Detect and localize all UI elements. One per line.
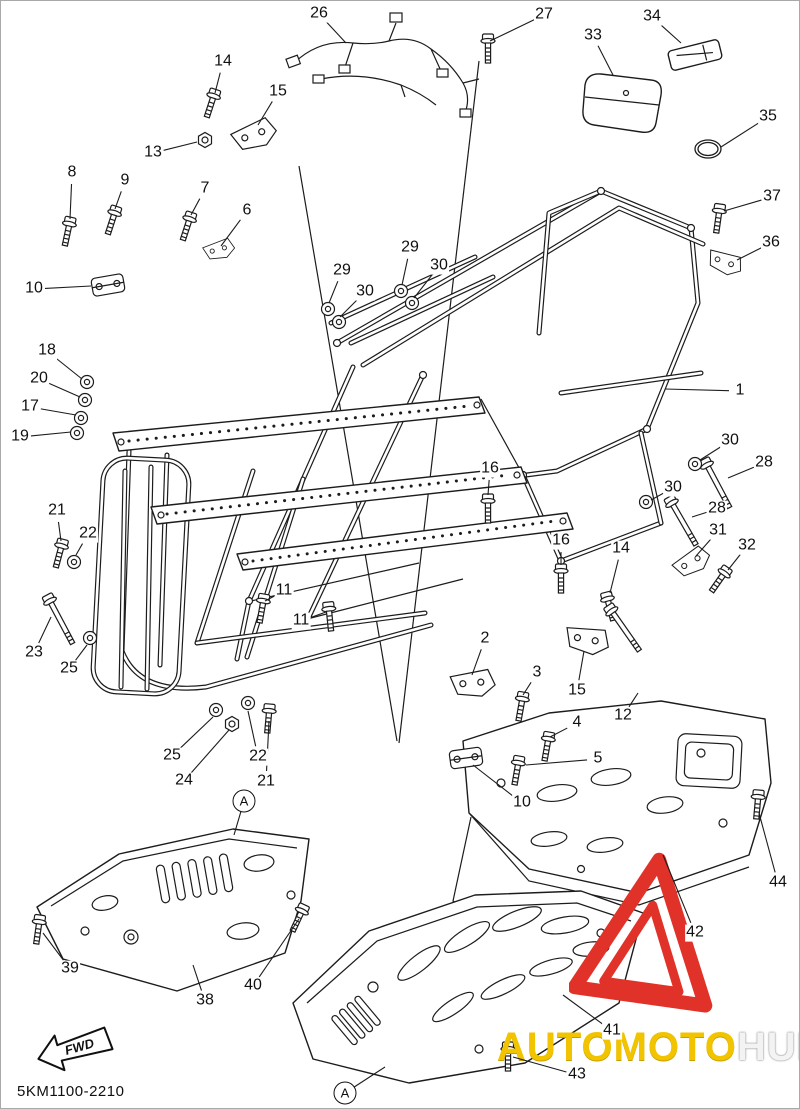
leader-line-30 (650, 492, 664, 501)
leader-line-10 (472, 764, 514, 797)
leader-line-13 (163, 141, 198, 151)
leader-line-24 (190, 729, 230, 774)
leader-line-21 (57, 521, 62, 542)
skid-plate-center (292, 890, 644, 1084)
leader-line-37 (723, 199, 762, 212)
fwd-direction-arrow: FWD (29, 1015, 125, 1090)
leader-line-36 (736, 247, 762, 261)
leader-line-33 (597, 45, 614, 76)
leader-line-6 (220, 219, 241, 247)
leader-line-marker-A-1 (233, 811, 242, 836)
leader-line-41 (562, 994, 604, 1025)
leader-line-20 (48, 382, 81, 398)
leader-line-35 (720, 122, 760, 148)
leader-line-10 (44, 285, 92, 289)
part-code: 5KM1100-2210 (17, 1083, 125, 1100)
wiring-harness (285, 12, 480, 118)
leader-line-15 (257, 101, 273, 126)
leader-line-2 (471, 649, 482, 676)
leader-line-18 (55, 357, 83, 380)
leader-line-marker-A-2 (353, 1066, 386, 1088)
leader-line-39 (42, 932, 64, 961)
leader-line-28 (727, 466, 755, 479)
leader-line-43 (512, 1056, 567, 1073)
leader-line-4 (549, 727, 568, 738)
leader-line-30 (339, 299, 358, 318)
leader-line-26 (326, 21, 347, 44)
leader-line-15 (578, 650, 585, 681)
leader-line-11 (311, 611, 327, 618)
leader-line-7 (190, 198, 201, 216)
leader-line-30 (413, 274, 433, 299)
leader-line-9 (114, 191, 122, 210)
leader-line-30 (699, 446, 722, 461)
main-frame (92, 186, 703, 696)
leader-line-34 (659, 23, 682, 44)
leader-line-28 (691, 511, 707, 518)
tool (667, 39, 723, 71)
leader-line-31 (695, 538, 712, 557)
leader-line-21 (265, 720, 270, 772)
skid-plate-left (36, 828, 310, 992)
leader-line-3 (522, 681, 532, 696)
leader-line-11 (264, 595, 275, 602)
watermark-triangle-logo (567, 847, 729, 1022)
leader-line-40 (258, 918, 300, 978)
watermark-brand-right: HUB (736, 1025, 799, 1069)
leader-line-25 (179, 716, 214, 749)
leader-line-12 (628, 692, 639, 708)
leader-line-23 (38, 616, 52, 644)
leader-line-14 (609, 559, 619, 594)
leader-line-19 (30, 431, 72, 437)
leader-line-29 (401, 258, 409, 286)
leader-line-8 (69, 183, 73, 220)
leader-line-14 (214, 72, 221, 94)
leader-line-22 (247, 710, 257, 747)
leader-line-44 (758, 812, 776, 873)
leader-line-29 (328, 280, 339, 304)
leader-line-1 (664, 388, 730, 392)
leader-line-25 (75, 644, 88, 661)
tool-bag (582, 73, 662, 133)
leader-line-17 (40, 408, 77, 416)
fwd-arrow-shape (37, 1026, 114, 1072)
leader-line-38 (192, 964, 203, 991)
leader-line-16 (487, 479, 490, 496)
leader-line-22 (75, 543, 84, 556)
leader-line-42 (662, 854, 692, 924)
leader-line-27 (489, 19, 535, 42)
leader-line-32 (727, 554, 741, 571)
leader-line-5 (525, 759, 588, 766)
